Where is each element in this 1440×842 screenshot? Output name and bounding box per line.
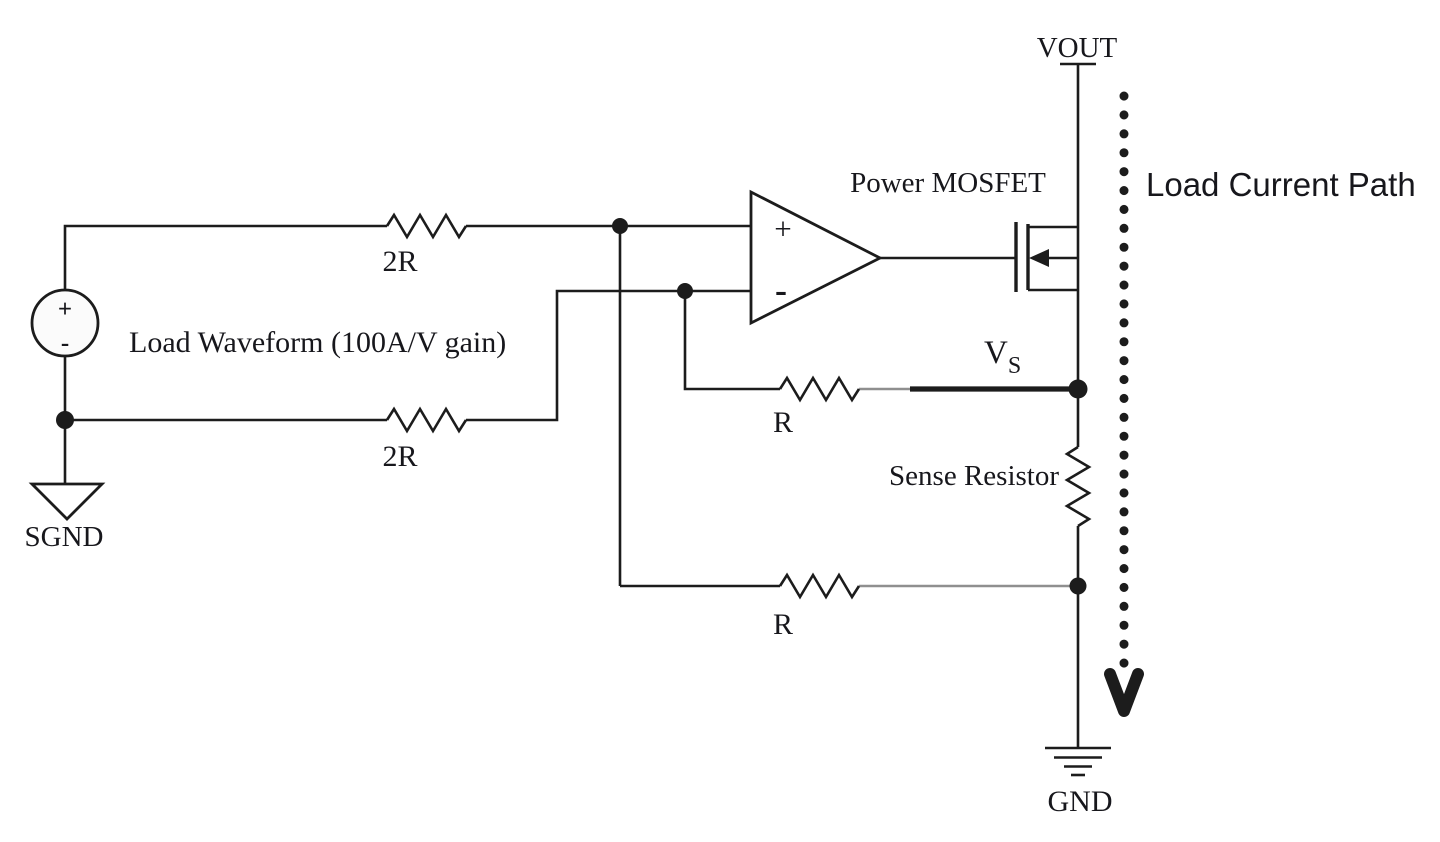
resistor-2r-bottom-label: 2R [382, 440, 417, 473]
voltage-source-label: Load Waveform (100A/V gain) [129, 326, 506, 359]
wires [63, 64, 1080, 748]
sense-resistor-zigzag [1064, 445, 1092, 528]
junction-source-bottom [56, 411, 74, 429]
voltage-source-plus: + [58, 296, 72, 323]
resistor-r-bottom-label: R [773, 608, 793, 641]
opamp-minus-input-label: - [775, 270, 787, 310]
sense-resistor: Sense Resistor [889, 445, 1092, 528]
gnd-symbol: GND [1045, 746, 1113, 818]
load-current-path-label: Load Current Path [1146, 166, 1416, 203]
wire-minus-node-down [683, 291, 780, 391]
resistor-r-top-label: R [773, 406, 793, 439]
resistor-2r-top-label: 2R [382, 245, 417, 278]
junction-gnd-node [1069, 577, 1087, 595]
resistor-2r-bottom-zigzag [385, 406, 468, 434]
junction-vs-node [1068, 379, 1088, 399]
gnd-label: GND [1048, 785, 1113, 818]
resistor-r-bottom-zigzag [778, 572, 861, 600]
mosfet-label: Power MOSFET [850, 167, 1046, 199]
sgnd-label: SGND [25, 521, 104, 553]
vout-label: VOUT [1037, 32, 1118, 64]
resistor-r-top: R [773, 375, 861, 439]
vs-label: VS [984, 335, 1021, 379]
wire-source-to-2r-top [63, 224, 387, 290]
wire-2r-bottom-to-opamp [466, 289, 751, 422]
resistor-r-bottom: R [773, 572, 861, 641]
vout-terminal: VOUT [1037, 32, 1118, 66]
resistor-r-top-zigzag [778, 375, 861, 403]
junction-dots [56, 218, 1088, 595]
load-current-arrowhead-icon [1104, 668, 1144, 717]
junction-plus-node [612, 218, 628, 234]
power-mosfet: Power MOSFET [850, 167, 1078, 292]
voltage-source-minus: - [61, 330, 69, 357]
voltage-source: + - Load Waveform (100A/V gain) [30, 288, 506, 359]
opamp: + - [749, 189, 884, 326]
sgnd-triangle-icon [28, 482, 106, 521]
vs-node-label: VS [984, 335, 1021, 379]
load-current-path: Load Current Path [1104, 91, 1416, 717]
sense-resistor-label: Sense Resistor [889, 460, 1059, 492]
junction-minus-node [677, 283, 693, 299]
resistor-2r-top-zigzag [385, 212, 468, 240]
opamp-triangle [749, 189, 884, 326]
opamp-plus-input-label: + [774, 211, 791, 246]
resistor-2r-top: 2R [382, 212, 468, 278]
resistor-2r-bottom: 2R [382, 406, 468, 473]
sgnd-symbol: SGND [25, 482, 106, 553]
mosfet-arrow-icon [1029, 249, 1049, 267]
